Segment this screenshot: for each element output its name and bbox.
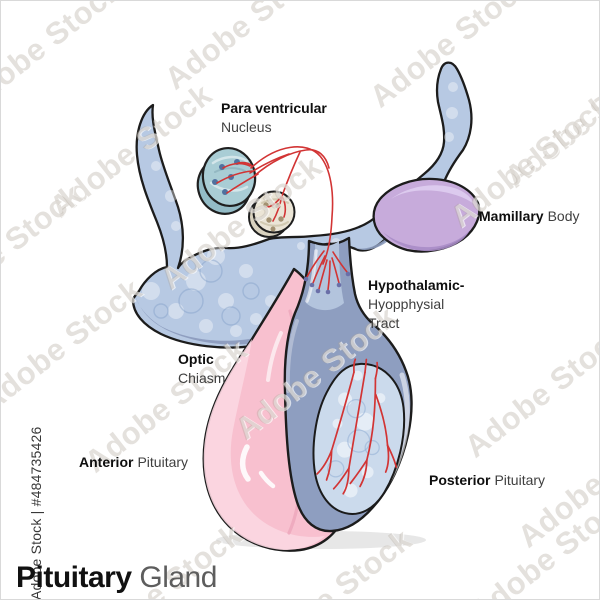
label-hypothalamic-hypophysial-tract: Hypothalamic- Hyopphysial Tract xyxy=(368,276,464,333)
label-posterior-bold: Posterior xyxy=(429,472,491,488)
inner-capsule-texture-rings xyxy=(327,398,380,478)
mamillary-highlight xyxy=(391,185,475,205)
mamillary-body-shape xyxy=(372,177,481,253)
label-optic-bold: Optic xyxy=(178,351,214,367)
label-optic-sub: Chiasm xyxy=(178,370,226,386)
label-tract-bold: Hypothalamic- xyxy=(368,277,465,293)
label-optic-chiasm: Optic Chiasm xyxy=(178,350,225,388)
fiber-terminal-dots xyxy=(303,271,351,295)
teal-nucleus-swirls xyxy=(209,155,249,192)
anterior-shine-streaks xyxy=(239,331,283,489)
label-anterior-bold: Anterior xyxy=(79,454,134,470)
hypothalamus-shape xyxy=(131,61,473,349)
posterior-nerve-fibers xyxy=(316,358,398,495)
beige-nucleus-cells xyxy=(263,202,284,232)
stalk-highlight xyxy=(305,249,318,303)
hypothalamic-tract-fibers xyxy=(216,146,348,291)
label-posterior-sub: Pituitary xyxy=(494,472,546,488)
posterior-left-sheen xyxy=(285,319,299,393)
label-anterior-sub: Pituitary xyxy=(137,454,189,470)
label-tract-line2: Hyopphysial xyxy=(368,296,445,312)
label-mamillary-sub: Body xyxy=(547,208,580,224)
page-title: Pituitary Gland xyxy=(16,561,217,595)
page-title-bold: Pituitary xyxy=(16,561,132,594)
anterior-highlight xyxy=(203,339,325,550)
label-tract-line3: Tract xyxy=(368,315,400,331)
label-mamillary-bold: Mamillary xyxy=(479,208,544,224)
label-paraventricular-bold: Para ventricular xyxy=(221,100,327,116)
beige-nucleus-swirls xyxy=(260,198,289,227)
posterior-pituitary-shape xyxy=(283,236,413,533)
page-title-regular: Gland xyxy=(139,561,217,594)
mamillary-shade xyxy=(383,230,470,252)
label-paraventricular-nucleus: Para ventricular Nucleus xyxy=(221,99,327,137)
label-paraventricular-sub: Nucleus xyxy=(221,119,272,135)
